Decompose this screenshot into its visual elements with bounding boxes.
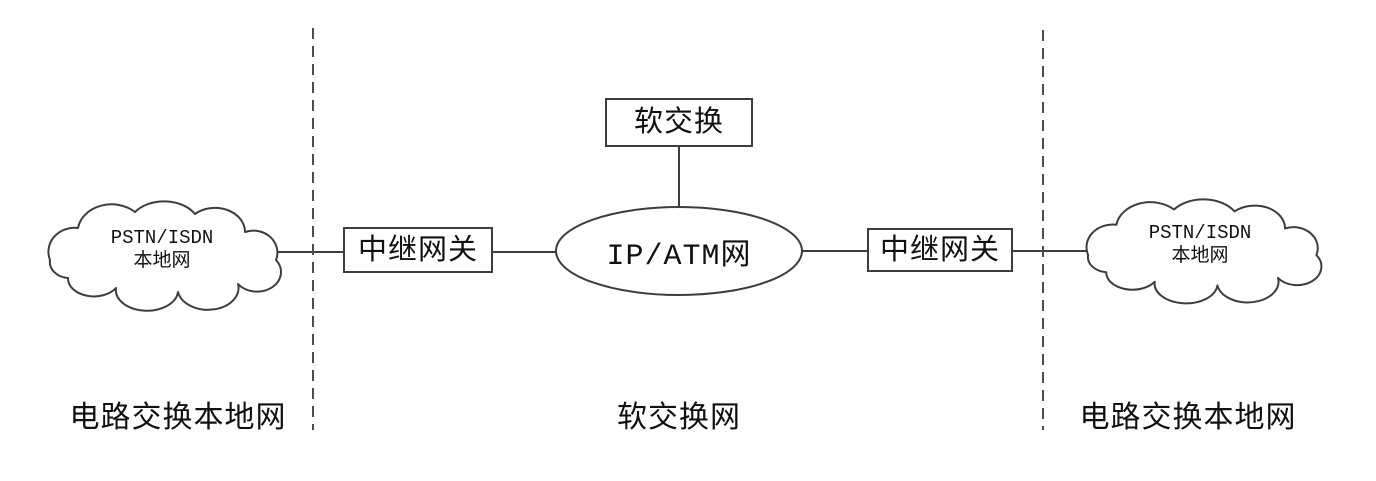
right-cloud-shape bbox=[1087, 199, 1322, 303]
zone-label-right-circuit-switched-network: 电路交换本地网 bbox=[1079, 401, 1297, 434]
left-cloud-shape bbox=[47, 200, 282, 312]
softswitch-node-box: 软交换 bbox=[605, 98, 753, 147]
right-cloud-label: PSTN/ISDN 本地网 bbox=[1086, 222, 1314, 268]
right-trunk-gateway-label: 中继网关 bbox=[879, 233, 1000, 266]
zone-label-left-circuit-switched-network: 电路交换本地网 bbox=[69, 401, 287, 434]
right-cloud-label-line1: PSTN/ISDN bbox=[1148, 222, 1252, 244]
left-trunk-gateway-node-box: 中继网关 bbox=[343, 227, 493, 273]
core-network-ellipse bbox=[555, 206, 803, 296]
core-network-label: IP/ATM网 bbox=[606, 239, 752, 274]
zone-label-center-softswitch-network: 软交换网 bbox=[617, 401, 741, 434]
softswitch-label: 软交换 bbox=[633, 106, 724, 138]
left-trunk-gateway-label: 中继网关 bbox=[357, 233, 478, 266]
right-trunk-gateway-node-box: 中继网关 bbox=[867, 228, 1013, 272]
left-cloud-label: PSTN/ISDN 本地网 bbox=[48, 227, 276, 273]
left-cloud-label-line1: PSTN/ISDN bbox=[110, 227, 214, 249]
left-cloud-label-line2: 本地网 bbox=[133, 250, 191, 272]
right-cloud-label-line2: 本地网 bbox=[1171, 245, 1229, 267]
